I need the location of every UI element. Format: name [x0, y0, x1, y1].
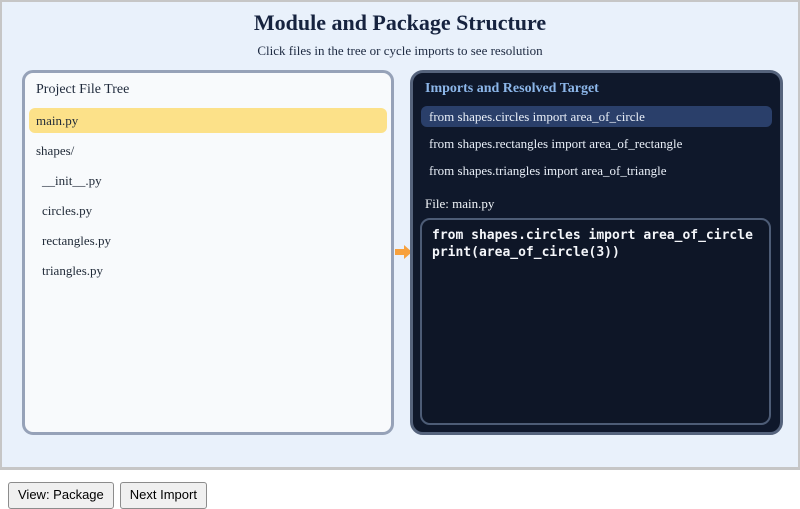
- imports-panel: Imports and Resolved Target from shapes.…: [410, 70, 783, 435]
- tree-item-init-py[interactable]: __init__.py: [42, 173, 102, 188]
- resolved-file-label: File: main.py: [425, 196, 495, 211]
- module-structure-canvas: Module and Package Structure Click files…: [0, 0, 800, 470]
- file-tree-panel: Project File Tree main.py shapes/ __init…: [22, 70, 394, 435]
- flow-right-arrow-icon: [395, 245, 412, 259]
- import-row-circles[interactable]: from shapes.circles import area_of_circl…: [421, 106, 772, 127]
- controls-bar: View: Package Next Import: [8, 482, 800, 509]
- page-subtitle: Click files in the tree or cycle imports…: [257, 43, 543, 58]
- tree-item-circles-py[interactable]: circles.py: [42, 203, 93, 218]
- imports-panel-title: Imports and Resolved Target: [425, 81, 599, 96]
- tree-item-triangles-py[interactable]: triangles.py: [42, 263, 104, 278]
- code-line: from shapes.circles import area_of_circl…: [432, 228, 753, 243]
- file-tree-title: Project File Tree: [36, 82, 130, 97]
- tree-item-rectangles-py[interactable]: rectangles.py: [42, 233, 111, 248]
- page-title: Module and Package Structure: [253, 10, 547, 35]
- source-code-view: from shapes.circles import area_of_circl…: [420, 218, 771, 425]
- view-mode-button[interactable]: View: Package: [8, 482, 114, 509]
- next-import-button[interactable]: Next Import: [119, 482, 207, 509]
- code-line: print(area_of_circle(3)): [432, 245, 620, 260]
- tree-item-main-py[interactable]: main.py: [29, 108, 387, 133]
- import-row-triangles[interactable]: from shapes.triangles import area_of_tri…: [429, 163, 667, 178]
- import-row-rectangles[interactable]: from shapes.rectangles import area_of_re…: [429, 136, 683, 151]
- tree-item-shapes-dir[interactable]: shapes/: [36, 143, 75, 158]
